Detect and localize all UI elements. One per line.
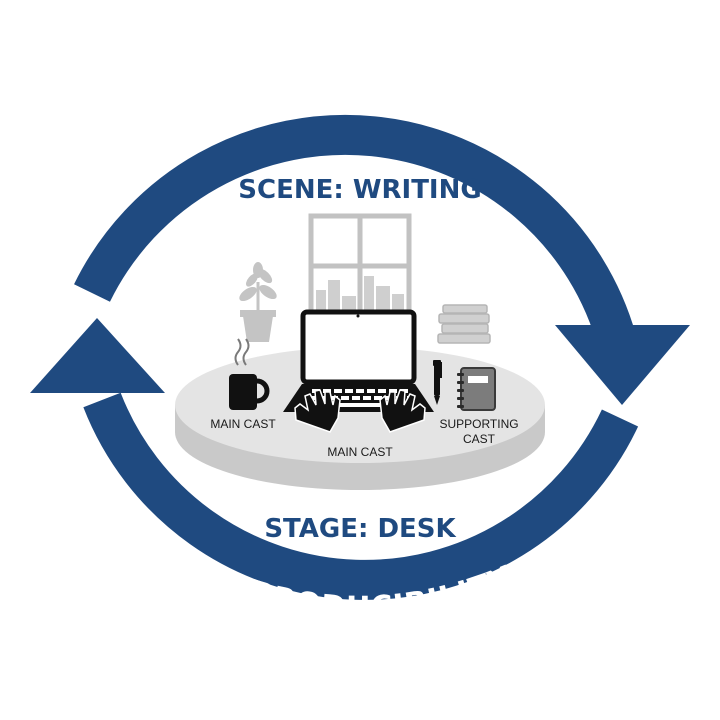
scene-title: SCENE: WRITING xyxy=(238,175,481,205)
cycle-arrows-icon: REPRODUCIBILITY xyxy=(30,114,690,626)
coffee-mug-icon xyxy=(229,338,270,410)
lower-cycle-arc xyxy=(83,392,639,600)
left-arrowhead xyxy=(30,318,165,393)
notebook-icon xyxy=(457,367,496,411)
notebook-label-line2: CAST xyxy=(463,432,496,446)
laptop-label: MAIN CAST xyxy=(327,445,393,459)
book-stack-icon xyxy=(437,304,491,344)
typing-hands-icon xyxy=(294,389,426,433)
right-arrowhead xyxy=(555,325,690,405)
window-icon xyxy=(308,213,412,325)
pen-icon xyxy=(433,360,442,405)
mug-label: MAIN CAST xyxy=(210,417,276,431)
notebook-label-line1: SUPPORTING xyxy=(439,417,518,431)
potted-plant-icon xyxy=(239,262,277,342)
upper-cycle-arc xyxy=(74,114,638,351)
stage-title: STAGE: DESK xyxy=(264,514,456,544)
